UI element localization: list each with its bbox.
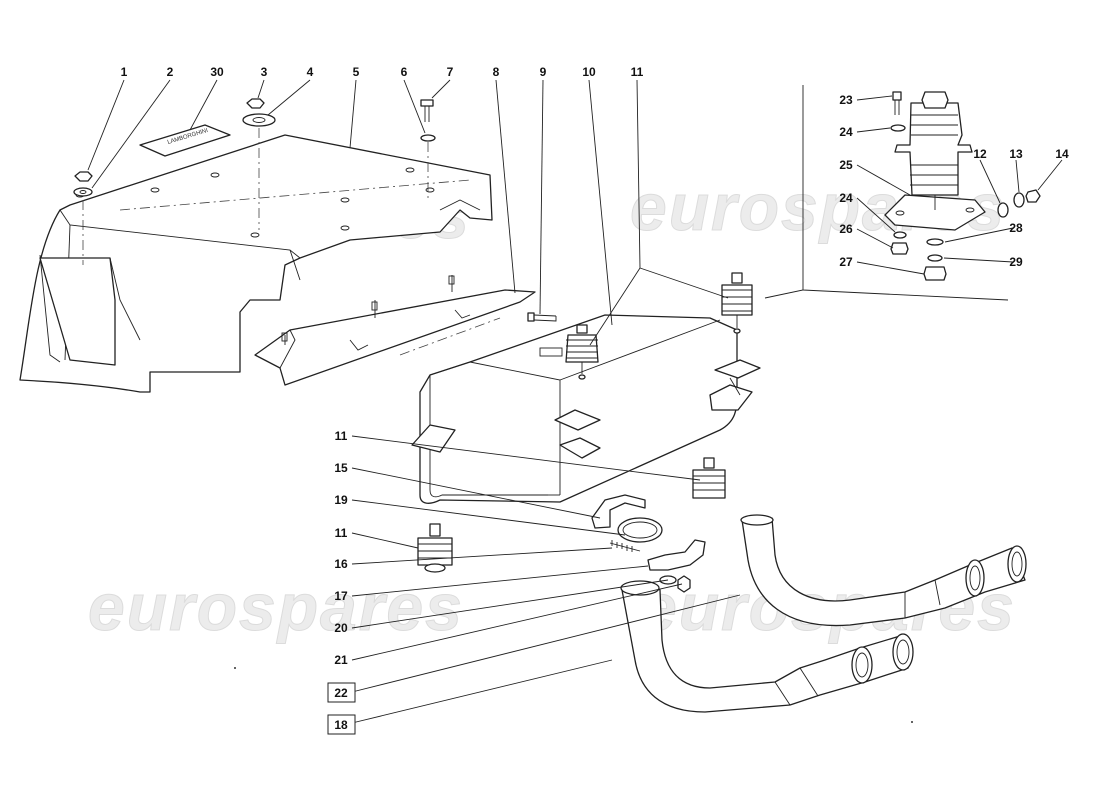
callout-box — [327, 714, 356, 735]
callout-23: 23 — [839, 93, 853, 107]
callout-24: 24 — [839, 191, 853, 205]
callout-11: 11 — [631, 65, 644, 79]
nut-washer-part — [242, 98, 276, 230]
identification-plate: LAMBORGHINI — [139, 124, 231, 157]
callout-30: 30 — [210, 65, 224, 79]
silencer-box-part — [411, 314, 761, 504]
watermark: eurospares — [88, 570, 464, 644]
callout-6: 6 — [401, 65, 408, 79]
callout-3: 3 — [261, 65, 268, 79]
callout-1: 1 — [121, 65, 128, 79]
callout-5: 5 — [353, 65, 360, 79]
speck — [234, 667, 236, 669]
rubber-mount-part — [692, 457, 726, 499]
callout-17: 17 — [334, 589, 348, 603]
exhaust-pipe-part — [620, 514, 1027, 713]
callout-18: 18 — [334, 718, 348, 732]
callout-20: 20 — [334, 621, 348, 635]
callout-7: 7 — [447, 65, 454, 79]
callout-26: 26 — [839, 222, 853, 236]
bolt-washer-part — [420, 99, 436, 200]
callout-21: 21 — [334, 653, 348, 667]
callout-10: 10 — [582, 65, 596, 79]
speck — [911, 721, 913, 723]
callout-22: 22 — [334, 686, 348, 700]
callout-28: 28 — [1009, 221, 1023, 235]
bolt-part — [527, 312, 557, 322]
callout-27: 27 — [839, 255, 853, 269]
rubber-mount-part — [417, 523, 453, 573]
callout-9: 9 — [540, 65, 547, 79]
leader-lines — [87, 79, 1063, 724]
callout-13: 13 — [1009, 147, 1023, 161]
callout-15: 15 — [334, 461, 348, 475]
callout-12: 12 — [973, 147, 987, 161]
callout-11: 11 — [335, 429, 348, 443]
callout-8: 8 — [493, 65, 500, 79]
heat-plate-part — [254, 275, 536, 386]
rubber-mount-part — [721, 272, 753, 334]
rubber-mount-part — [565, 324, 599, 380]
callout-16: 16 — [334, 557, 348, 571]
callout-29: 29 — [1009, 255, 1023, 269]
callout-2: 2 — [167, 65, 174, 79]
nut-part — [73, 171, 93, 265]
callout-11: 11 — [335, 526, 348, 540]
callout-24: 24 — [839, 125, 853, 139]
callout-25: 25 — [839, 158, 853, 172]
callout-labels: 1 2 30 3 4 5 6 7 8 9 10 11 23 24 25 24 2… — [121, 65, 1069, 735]
callout-box — [327, 682, 356, 703]
callout-4: 4 — [307, 65, 314, 79]
callout-19: 19 — [334, 493, 348, 507]
engine-cover-part — [19, 134, 493, 393]
callout-14: 14 — [1055, 147, 1069, 161]
engine-mount-part — [884, 91, 986, 231]
